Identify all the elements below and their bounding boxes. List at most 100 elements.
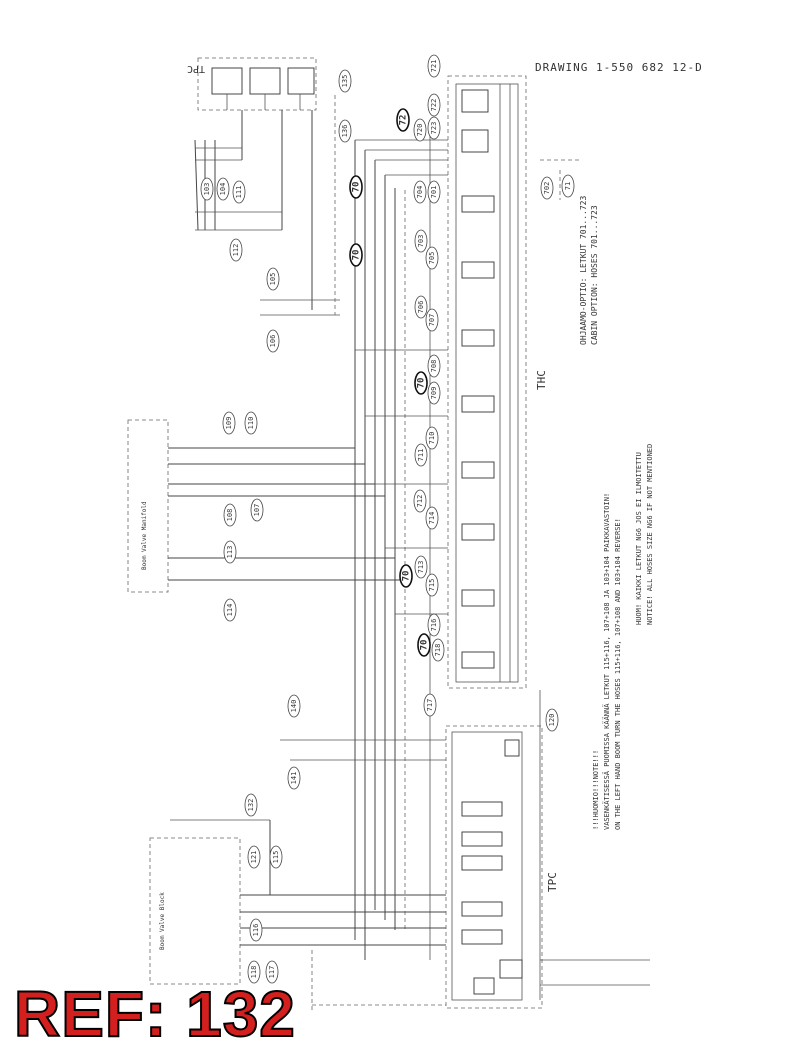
hose-number: 706 (414, 295, 428, 319)
hose-number: 121 (247, 845, 261, 869)
hose-number: 723 (427, 116, 441, 140)
hose-number: 70 (417, 633, 431, 657)
svg-text:711: 711 (417, 449, 425, 462)
hose-number: 702 (540, 176, 554, 200)
cabin-note-en: CABIN OPTION: HOSES 701...723 (590, 205, 599, 345)
hose-number: 704 (413, 180, 427, 204)
note-left-boom-en: ON THE LEFT HAND BOOM TURN THE HOSES 115… (614, 518, 622, 830)
svg-text:705: 705 (428, 252, 436, 265)
tpc-label: TPC (546, 872, 559, 892)
boom-valve-manifold-box: Boom Valve Manifold (127, 419, 405, 593)
svg-text:112: 112 (232, 244, 240, 257)
boom-valve-block-label: Boom Valve Block (159, 892, 166, 950)
hose-number: 115 (269, 845, 283, 869)
svg-text:720: 720 (416, 124, 424, 137)
svg-text:714: 714 (428, 512, 436, 525)
svg-text:109: 109 (225, 417, 233, 430)
note-header: !!!HUOMIO!!!NOTE!!! (592, 750, 600, 830)
hose-number: 703 (414, 229, 428, 253)
drawing-number: DRAWING 1-550 682 12-D (535, 61, 703, 74)
svg-text:104: 104 (219, 183, 227, 196)
hose-number: 105 (266, 267, 280, 291)
hose-number: 705 (425, 246, 439, 270)
ref-label: REF: 132 (13, 978, 296, 1050)
svg-text:702: 702 (543, 182, 551, 195)
svg-text:703: 703 (417, 235, 425, 248)
svg-text:723: 723 (430, 122, 438, 135)
hose-number: 113 (223, 540, 237, 564)
svg-text:132: 132 (247, 799, 255, 812)
hose-number: 110 (244, 411, 258, 435)
svg-text:72: 72 (399, 115, 409, 126)
hose-number: 103 (200, 177, 214, 201)
hose-number: 70 (349, 175, 363, 199)
hose-number: 720 (413, 118, 427, 142)
svg-text:118: 118 (250, 966, 258, 979)
hose-number: 707 (425, 308, 439, 332)
hose-number: 717 (423, 693, 437, 717)
hose-number: 141 (287, 766, 301, 790)
svg-text:707: 707 (428, 314, 436, 327)
note-size-en: NOTICE! ALL HOSES SIZE NG6 IF NOT MENTIO… (646, 444, 654, 625)
hose-number: 722 (427, 93, 441, 117)
svg-text:107: 107 (253, 504, 261, 517)
svg-text:120: 120 (548, 714, 556, 727)
hose-number: 721 (427, 54, 441, 78)
hose-number: 114 (223, 598, 237, 622)
svg-text:114: 114 (226, 604, 234, 617)
hose-number: 104 (216, 177, 230, 201)
tpc-top-valve-group: TPC (187, 57, 317, 111)
svg-text:709: 709 (430, 387, 438, 400)
thc-label: THC (535, 370, 548, 390)
hose-number: 136 (338, 119, 352, 143)
svg-text:108: 108 (226, 509, 234, 522)
svg-text:708: 708 (430, 360, 438, 373)
hose-number: 72 (396, 108, 410, 132)
cabin-note-fi: OHJAAMO-OPTIO: LETKUT 701...723 (579, 196, 588, 345)
hose-number: 70 (349, 243, 363, 267)
svg-text:713: 713 (417, 561, 425, 574)
svg-text:706: 706 (417, 301, 425, 314)
svg-text:105: 105 (269, 273, 277, 286)
svg-text:712: 712 (416, 495, 424, 508)
hose-number: 714 (425, 506, 439, 530)
svg-text:70: 70 (417, 378, 427, 389)
hose-number: 117 (265, 960, 279, 984)
hose-number: 111 (232, 180, 246, 204)
hose-number: 109 (222, 411, 236, 435)
tpc-top-title: TPC (187, 63, 205, 74)
cabin-signal-line (539, 159, 650, 1000)
hose-number: 118 (247, 960, 261, 984)
svg-text:70: 70 (352, 250, 362, 261)
hose-number: 70 (399, 564, 413, 588)
hose-number: 715 (425, 573, 439, 597)
hose-number: 132 (244, 793, 258, 817)
tpc-lower-valve-stack (445, 725, 543, 1009)
svg-text:136: 136 (341, 125, 349, 138)
svg-text:71: 71 (564, 182, 572, 190)
svg-text:117: 117 (268, 966, 276, 979)
hose-number: 711 (414, 443, 428, 467)
svg-text:717: 717 (426, 699, 434, 712)
svg-text:722: 722 (430, 99, 438, 112)
hose-number: 712 (413, 489, 427, 513)
hose-number: 718 (431, 638, 445, 662)
boom-valve-manifold-label: Boom Valve Manifold (141, 501, 148, 570)
svg-text:140: 140 (290, 700, 298, 713)
hose-number: 112 (229, 238, 243, 262)
hose-number: 140 (287, 694, 301, 718)
note-left-boom-fi: VASENKÄTISESSÄ PUOMISSA KÄÄNNÄ LETKUT 11… (602, 493, 611, 830)
hose-number: 701 (427, 180, 441, 204)
hose-number: 135 (338, 69, 352, 93)
svg-text:70: 70 (352, 182, 362, 193)
svg-text:721: 721 (430, 60, 438, 73)
note-size-fi: HUOM! KAIKKI LETKUT NG6 JOS EI ILMOITETT… (635, 452, 643, 625)
svg-text:115: 115 (272, 851, 280, 864)
hose-number: 708 (427, 354, 441, 378)
hose-number: 716 (427, 613, 441, 637)
svg-text:710: 710 (428, 432, 436, 445)
svg-text:704: 704 (416, 186, 424, 199)
svg-text:70: 70 (402, 571, 412, 582)
